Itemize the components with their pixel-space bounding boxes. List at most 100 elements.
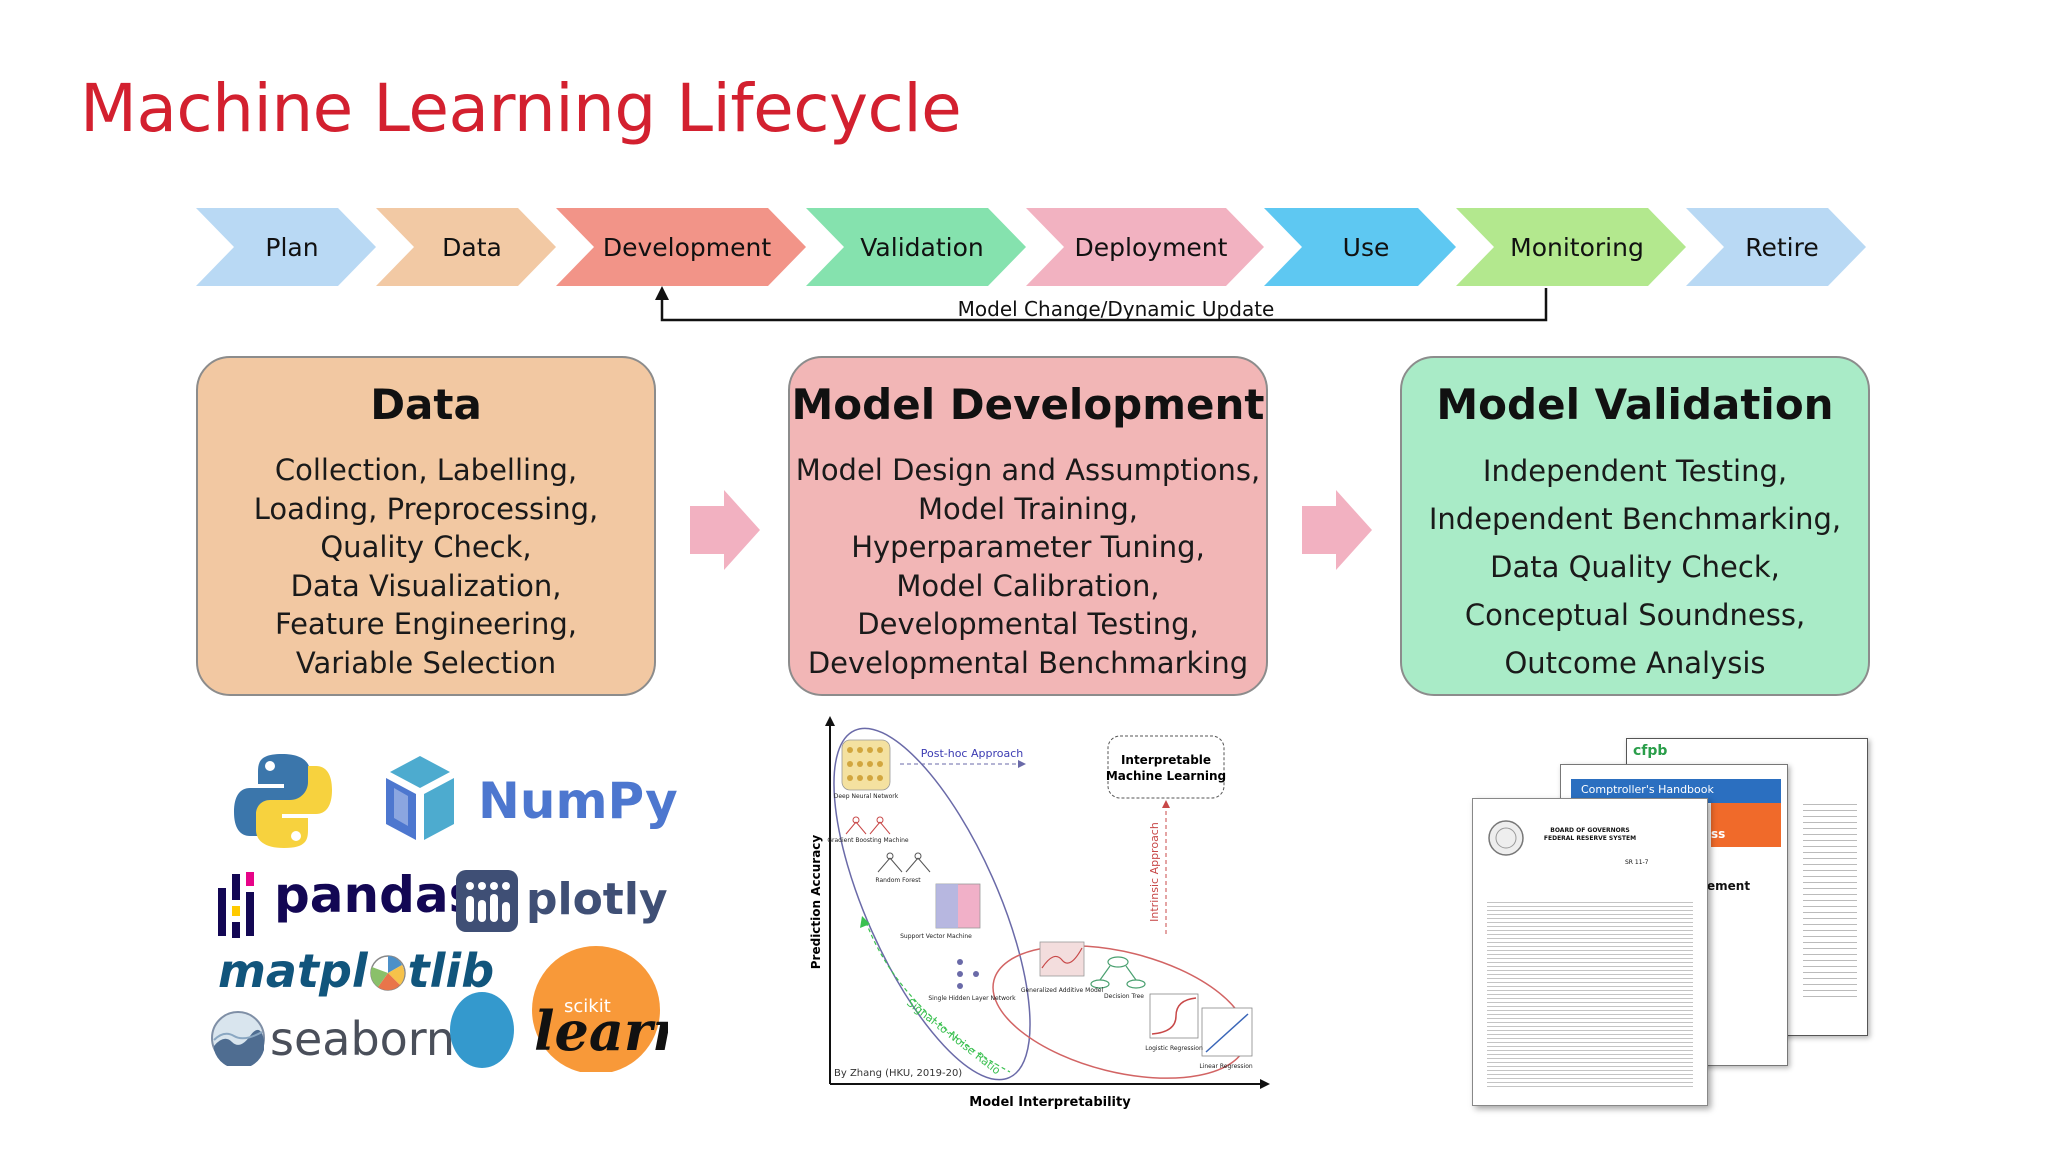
model-label: Deep Neural Network (834, 793, 899, 800)
plotly-logo-text: plotly (526, 874, 668, 925)
val-box-item: Data Quality Check, (1490, 550, 1780, 584)
pandas-icon (218, 872, 254, 938)
dev-box-item: Hyperparameter Tuning, (851, 530, 1205, 564)
model-label: Support Vector Machine (900, 933, 972, 940)
data-box: Data Collection, Labelling, Loading, Prep… (196, 356, 656, 696)
seaborn-logo-text: seaborn (270, 1012, 456, 1066)
intrinsic-label: Intrinsic Approach (1148, 822, 1161, 922)
matplotlib-logo: matpl tlib (218, 944, 494, 998)
seaborn-icon (211, 1011, 265, 1066)
snr-label: Signal-to-Noise Ratio (904, 996, 1003, 1077)
logistic-glyph (1149, 993, 1199, 1039)
val-box-item: Conceptual Soundness, (1464, 598, 1806, 632)
sr-text-lines (1487, 899, 1693, 1087)
arrow-data-to-dev (690, 490, 760, 570)
lifecycle-flow: Plan Data Development Validation Deployment U… (196, 208, 1866, 322)
data-box-item: Data Visualization, (290, 568, 562, 603)
gam-glyph (1039, 941, 1085, 977)
scikit-text: scikit (564, 996, 611, 1017)
interp-line1: Interpretable (1121, 753, 1211, 767)
handbook-ss: ss (1711, 827, 1726, 841)
data-box-item: Quality Check, (320, 530, 532, 564)
stage-chevron-retire (1686, 208, 1866, 286)
data-box-item: Loading, Preprocessing, (253, 491, 599, 526)
numpy-icon (386, 756, 454, 840)
stage-chevron-data (376, 208, 556, 286)
model-validation-box: Model Validation Independent Testing, Ind… (1400, 356, 1870, 696)
dev-box-item: Model Calibration, (896, 568, 1160, 603)
stage-label-development: Development (603, 233, 771, 262)
val-box-item: Outcome Analysis (1504, 646, 1766, 680)
tree-glyph (1090, 956, 1146, 989)
fed-seal-icon (1488, 820, 1524, 856)
stage-chevron-plan (196, 208, 376, 286)
matplotlib-text-b: tlib (407, 944, 495, 998)
model-label: Decision Tree (1104, 993, 1144, 1000)
model-label: Gradient Boosting Machine (827, 837, 909, 844)
interpretability-figure: Prediction Accuracy Model Interpretabili… (810, 716, 1270, 1110)
val-box-item: Independent Testing, (1482, 454, 1788, 488)
interpretable-ml-box (1107, 735, 1225, 799)
stage-label-validation: Validation (860, 233, 983, 262)
model-development-box: Model Development Model Design and Assum… (788, 356, 1268, 696)
arrow-dev-to-val (1302, 490, 1372, 570)
board-line2: FEDERAL RESERVE SYSTEM (1543, 835, 1637, 842)
scikit-learn-icon: scikit learn (450, 946, 668, 1072)
stage-label-monitoring: Monitoring (1510, 233, 1644, 262)
data-box-item: Collection, Labelling, (274, 453, 578, 487)
cfpb-text-lines (1803, 799, 1857, 999)
stage-label-data: Data (442, 233, 502, 262)
cfpb-logo: cfpb (1633, 743, 1668, 759)
data-box-title: Data (370, 380, 482, 429)
handbook-ement: ement (1707, 879, 1751, 893)
dev-box-title: Model Development (791, 380, 1265, 429)
linear-glyph (1201, 1007, 1253, 1057)
shln-glyph (957, 959, 979, 989)
dev-box-item: Developmental Testing, (857, 607, 1199, 641)
numpy-logo-text: NumPy (478, 772, 678, 830)
feedback-label: Model Change/Dynamic Update (958, 297, 1275, 321)
stage-chevron-development (556, 208, 806, 286)
val-box-title: Model Validation (1436, 380, 1834, 429)
dnn-glyph (841, 739, 891, 791)
rf-glyph (877, 852, 931, 873)
feedback-arrow (655, 286, 1548, 322)
sr-number: SR 11-7 (1625, 859, 1649, 866)
page-title: Machine Learning Lifecycle (80, 70, 962, 147)
stage-chevron-use (1264, 208, 1456, 286)
stage-label-plan: Plan (265, 233, 318, 262)
stage-label-deployment: Deployment (1075, 233, 1228, 262)
model-label: Single Hidden Layer Network (928, 995, 1016, 1002)
plotly-icon (456, 870, 518, 932)
gbm-glyph (845, 816, 891, 835)
fig-ylabel: Prediction Accuracy (810, 835, 823, 970)
matplotlib-icon (369, 955, 406, 991)
pandas-logo-text: pandas (274, 866, 479, 924)
handbook-orange-block (1711, 803, 1781, 847)
model-label: Linear Regression (1199, 1063, 1253, 1070)
python-logo (234, 754, 332, 848)
fig-xlabel: Model Interpretability (969, 1095, 1131, 1110)
learn-text: learn (534, 999, 668, 1063)
dev-box-item: Model Design and Assumptions, (795, 453, 1261, 487)
data-box-item: Variable Selection (295, 645, 557, 680)
model-label: Logistic Regression (1145, 1045, 1203, 1052)
val-box-item: Independent Benchmarking, (1428, 502, 1842, 536)
model-label: Random Forest (875, 877, 921, 884)
fig-credit: By Zhang (HKU, 2019-20) (834, 1068, 962, 1079)
posthoc-label: Post-hoc Approach (921, 747, 1024, 760)
stage-label-retire: Retire (1745, 233, 1819, 262)
handbook-title: Comptroller's Handbook (1581, 783, 1714, 796)
dev-box-item: Developmental Benchmarking (807, 645, 1249, 680)
model-label: Generalized Additive Model (1021, 987, 1104, 994)
stage-chevron-validation (806, 208, 1026, 286)
data-box-item: Feature Engineering, (274, 607, 578, 641)
stage-chevron-deployment (1026, 208, 1264, 286)
board-line1: BOARD OF GOVERNORS (1550, 827, 1630, 834)
interp-line2: Machine Learning (1106, 769, 1226, 783)
stage-label-use: Use (1343, 233, 1390, 262)
sr11-7-document: BOARD OF GOVERNORS FEDERAL RESERVE SYSTE… (1472, 798, 1708, 1106)
stage-chevron-monitoring (1456, 208, 1686, 286)
matplotlib-text-a: matpl (218, 944, 368, 998)
dev-box-item: Model Training, (918, 491, 1138, 526)
